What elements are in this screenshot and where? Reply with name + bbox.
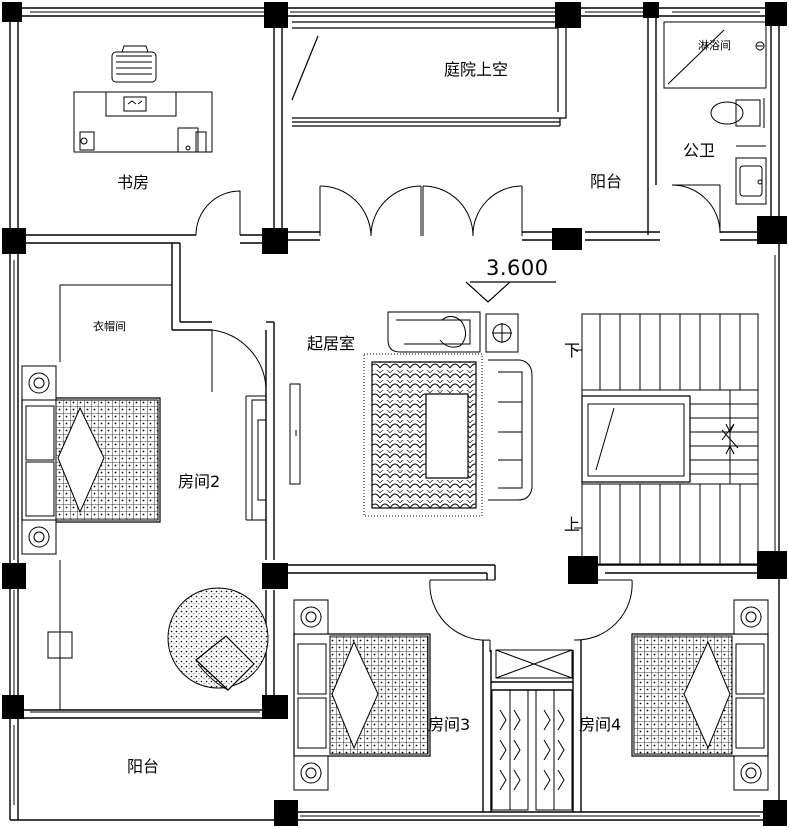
interior-walls [18,16,771,812]
room2-lounge-chair [168,588,268,690]
room-label-shower: 淋浴间 [698,39,731,52]
room2-bed [22,366,160,554]
outer-walls [10,8,779,820]
room-label-room2: 房间2 [178,472,221,491]
room-label-study: 书房 [117,173,150,192]
stair-label-up: 上 [564,515,581,534]
room-label-cloakroom: 衣帽间 [93,320,126,333]
room2-misc [30,560,260,712]
staircase [574,314,758,564]
room-label-room3: 房间3 [428,715,471,734]
corridor-doors [430,580,632,678]
sofa-right [488,360,532,500]
room-label-public-bath: 公卫 [683,141,716,160]
wardrobes [492,690,572,810]
tv-cabinet [252,384,300,520]
room-label-courtyard-void: 庭院上空 [444,60,509,79]
room-label-balcony-bottom: 阳台 [127,757,160,776]
bathroom-fixtures [664,22,766,233]
study-chair [112,46,156,82]
courtyard-void [292,22,566,126]
living-rug [364,354,482,516]
study-desk [74,92,212,152]
room4-bed [632,600,768,790]
room-label-living: 起居室 [307,334,356,353]
elevation-marker [466,282,556,302]
room-label-balcony-top: 阳台 [590,172,623,191]
study-door-arc [196,191,240,235]
balcony-doors [320,186,522,236]
elevation-label: 3.600 [486,256,549,280]
room3-bed [294,600,430,790]
windows [14,12,775,816]
cloakroom [60,285,266,520]
stair-label-down: 下 [564,341,581,360]
room-label-room4: 房间4 [579,715,622,734]
sofa-top [388,312,518,352]
